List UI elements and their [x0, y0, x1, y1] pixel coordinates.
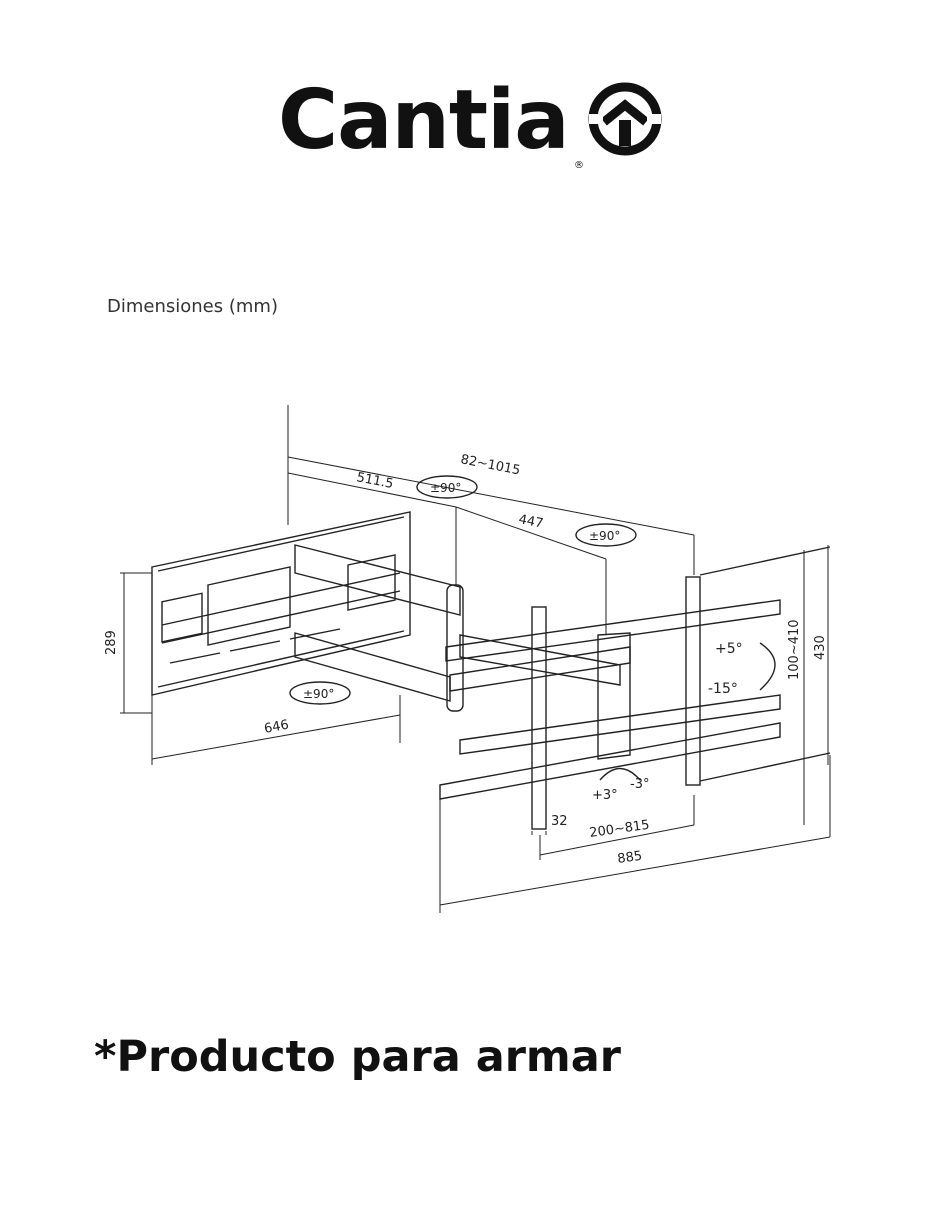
tv-mount-dimension-diagram: 82~1015 511.5 447 ±90° ±90° ±90° 289 646…: [104, 405, 831, 913]
arm-upper: [294, 544, 464, 712]
angle-swivel-arm2: ±90°: [589, 529, 620, 543]
angle-tilt-down: -15°: [708, 681, 738, 697]
swivel-arrow-2: [575, 523, 637, 547]
dim-wall-width: 646: [263, 717, 290, 736]
swivel-arrow-3: [289, 681, 351, 705]
registered-mark: ®: [574, 160, 584, 171]
tilt-arrow: [759, 642, 776, 691]
dim-bracket-offset: 32: [551, 814, 568, 829]
dimensions-title: Dimensiones (mm): [107, 296, 278, 317]
swivel-arrow-1: [416, 475, 478, 499]
dim-wall-height: 289: [104, 630, 119, 655]
brand-name: Cantia: [278, 73, 570, 168]
house-circle-icon: [588, 82, 662, 156]
assembly-note: *Producto para armar: [94, 1032, 621, 1082]
dim-total-height: 430: [813, 635, 828, 660]
brand-logo: Cantia ®: [278, 72, 668, 182]
level-arrow: [599, 767, 641, 781]
angle-level-neg: -3°: [630, 777, 649, 792]
arm-second: [449, 634, 631, 692]
dim-extension: 82~1015: [459, 452, 521, 478]
dim-arm-first: 511.5: [355, 470, 394, 492]
angle-swivel-arm1: ±90°: [430, 481, 461, 495]
angle-swivel-wall: ±90°: [303, 687, 334, 701]
tv-bracket: [439, 546, 831, 830]
dimension-lines: [120, 405, 831, 913]
dim-bracket-width: 885: [616, 849, 643, 867]
wall-plate: [151, 511, 411, 696]
angle-tilt-up: +5°: [715, 641, 743, 657]
dim-vesa-width: 200~815: [588, 818, 650, 841]
dim-arm-second: 447: [517, 512, 544, 531]
dim-vesa-height: 100~410: [787, 619, 802, 680]
angle-level-pos: +3°: [592, 788, 618, 803]
